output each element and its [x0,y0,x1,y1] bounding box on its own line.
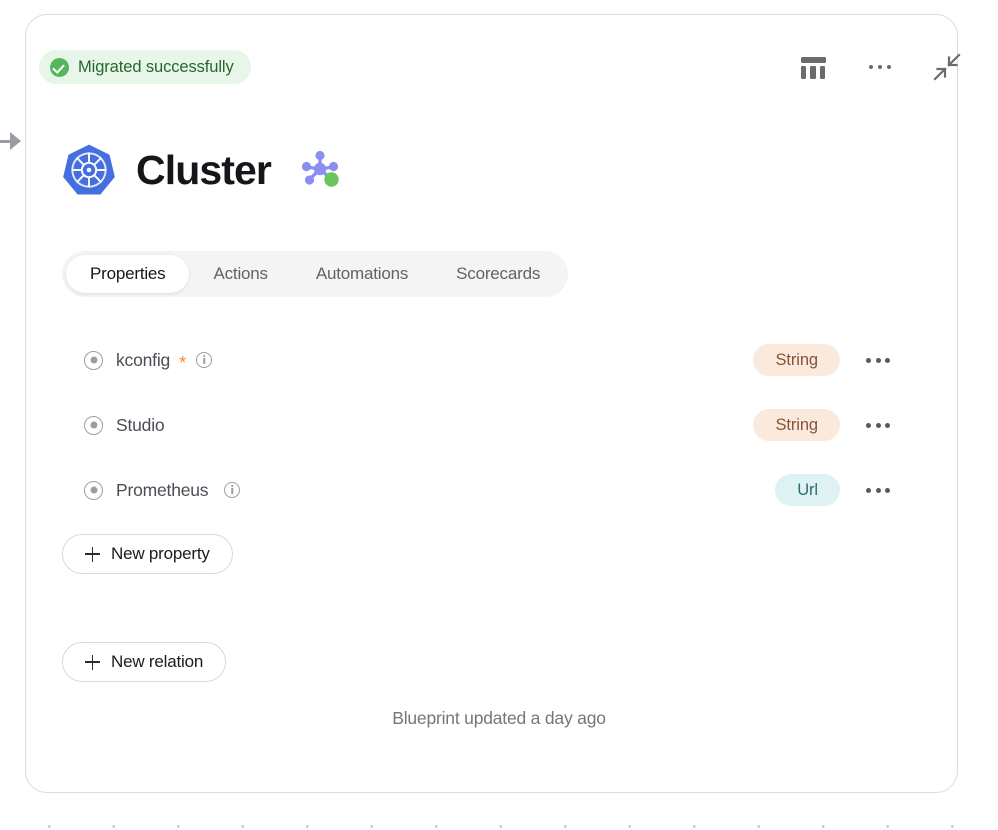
ellipsis-icon [868,64,892,70]
property-row-menu-button[interactable] [854,357,902,363]
collapse-arrows-icon [933,53,961,81]
title-row: Cluster [61,142,343,198]
property-type-radio-icon [84,350,103,370]
arrow-right-icon [10,132,21,150]
panel-expand-handle[interactable] [0,128,22,154]
status-badge: Migrated successfully [39,50,251,84]
required-asterisk-icon: * [179,353,187,373]
more-options-button[interactable] [865,52,895,82]
collapse-button[interactable] [932,52,962,82]
tab-properties[interactable]: Properties [66,255,190,293]
plus-icon [85,654,100,670]
property-row-left: Prometheus [62,480,775,501]
property-type-badge[interactable]: String [753,344,840,376]
info-icon[interactable] [196,352,213,368]
property-name: Prometheus [116,479,209,500]
node-graph-icon [301,150,339,187]
check-circle-icon [50,57,69,77]
property-row-left: Studio [62,415,753,436]
status-row: Migrated successfully [39,50,968,84]
property-row-menu-button[interactable] [854,422,902,428]
property-row[interactable]: Prometheus Url [62,466,902,514]
tab-scorecards[interactable]: Scorecards [456,264,541,283]
table-icon [800,55,826,80]
tab-automations[interactable]: Automations [315,264,409,283]
property-row-right: String [753,409,902,441]
page-title: Cluster [136,146,272,193]
property-row[interactable]: Studio String [62,401,902,449]
property-type-radio-icon [84,480,103,500]
header-actions [798,52,962,82]
property-type-radio-icon [84,415,103,435]
property-type-badge[interactable]: Url [775,474,840,506]
property-row-right: Url [775,474,902,506]
new-property-button-label: New property [111,544,210,563]
property-row[interactable]: kconfig * String [62,336,902,384]
info-icon[interactable] [224,482,241,498]
kubernetes-logo-icon [63,144,115,195]
table-view-button[interactable] [798,52,828,82]
tab-bar: Properties Actions Automations Scorecard… [62,251,569,297]
plus-icon [85,546,100,562]
property-name: Studio [116,414,165,435]
blueprint-updated-note: Blueprint updated a day ago [392,708,606,728]
properties-list: kconfig * String Studio String Prometheu… [62,336,902,514]
property-row-left: kconfig * [62,349,753,373]
tab-actions[interactable]: Actions [213,264,268,283]
new-relation-button-label: New relation [111,652,204,671]
status-badge-label: Migrated successfully [78,57,234,76]
new-relation-button[interactable]: New relation [62,642,227,682]
property-row-menu-button[interactable] [854,487,902,493]
property-name: kconfig [116,349,171,370]
property-type-badge[interactable]: String [753,409,840,441]
new-property-button[interactable]: New property [62,534,233,574]
arrow-right-icon-stem [0,139,10,143]
property-row-right: String [753,344,902,376]
